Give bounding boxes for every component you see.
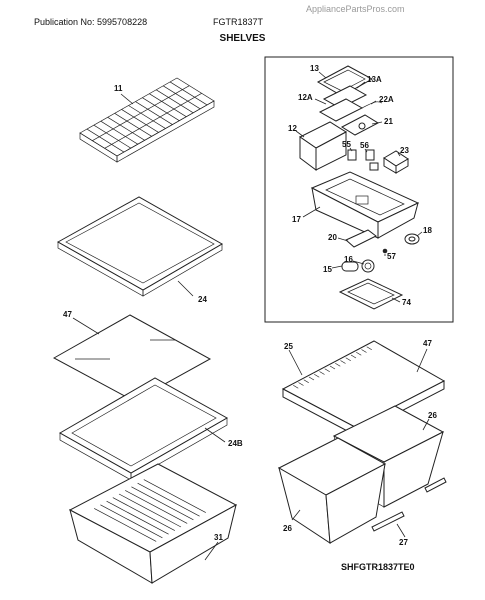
callout-16: 16: [344, 255, 353, 264]
callout-24b: 24B: [228, 439, 243, 448]
part-housing-12[interactable]: [299, 121, 347, 171]
callout-47-glass: 47: [63, 310, 72, 319]
callout-57: 57: [387, 252, 396, 261]
callout-24: 24: [198, 295, 207, 304]
callout-25: 25: [284, 342, 293, 351]
part-crisper-pan-front[interactable]: [277, 437, 387, 544]
part-shield-74[interactable]: [338, 278, 404, 310]
callout-74: 74: [402, 298, 411, 307]
diagram-title: SHELVES: [219, 33, 266, 44]
part-bulb-15[interactable]: [341, 261, 359, 272]
callout-26-front: 26: [283, 524, 292, 533]
diagram-code: SHFGTR1837TE0: [341, 562, 415, 572]
part-shelf-frame[interactable]: [56, 196, 224, 297]
assembly-frame: [264, 56, 454, 323]
part-cover-13[interactable]: [316, 65, 374, 97]
part-switch-55[interactable]: [347, 149, 357, 161]
part-screw-57[interactable]: [382, 248, 388, 254]
publication-number: Publication No: 5995708228: [34, 17, 148, 27]
part-socket-16[interactable]: [361, 259, 375, 273]
part-wire-shelf[interactable]: [79, 77, 215, 163]
callout-23: 23: [400, 146, 409, 155]
part-glass-pane[interactable]: [52, 314, 212, 402]
leader-lines: [72, 71, 430, 561]
part-plate-20[interactable]: [345, 229, 377, 248]
part-switch-56[interactable]: [365, 149, 379, 171]
model-number: FGTR1837T: [213, 17, 264, 27]
part-control-housing-17[interactable]: [310, 171, 420, 239]
callout-13: 13: [310, 64, 319, 73]
callout-11: 11: [114, 84, 123, 93]
part-crisper-pan-back[interactable]: [332, 405, 445, 508]
callout-27: 27: [399, 538, 408, 547]
callout-17: 17: [292, 215, 301, 224]
part-shelf-trim[interactable]: [58, 377, 229, 481]
part-thermostat-23[interactable]: [383, 150, 409, 174]
part-knob-18[interactable]: [404, 233, 420, 245]
callout-12a: 12A: [298, 93, 313, 102]
callout-20: 20: [328, 233, 337, 242]
callout-13a: 13A: [367, 75, 382, 84]
callout-15: 15: [323, 265, 332, 274]
callout-22a: 22A: [379, 95, 394, 104]
callout-21: 21: [384, 117, 393, 126]
callout-26-back: 26: [428, 411, 437, 420]
part-control-21[interactable]: [340, 114, 380, 136]
callout-56: 56: [360, 141, 369, 150]
part-crisper-drawer[interactable]: [68, 463, 238, 584]
callout-47-cover: 47: [423, 339, 432, 348]
callout-55: 55: [342, 140, 351, 149]
callout-18: 18: [423, 226, 432, 235]
part-slide-rail-27[interactable]: [371, 477, 447, 532]
site-watermark: AppliancePartsPros.com: [306, 4, 405, 14]
callout-12: 12: [288, 124, 297, 133]
callout-31: 31: [214, 533, 223, 542]
